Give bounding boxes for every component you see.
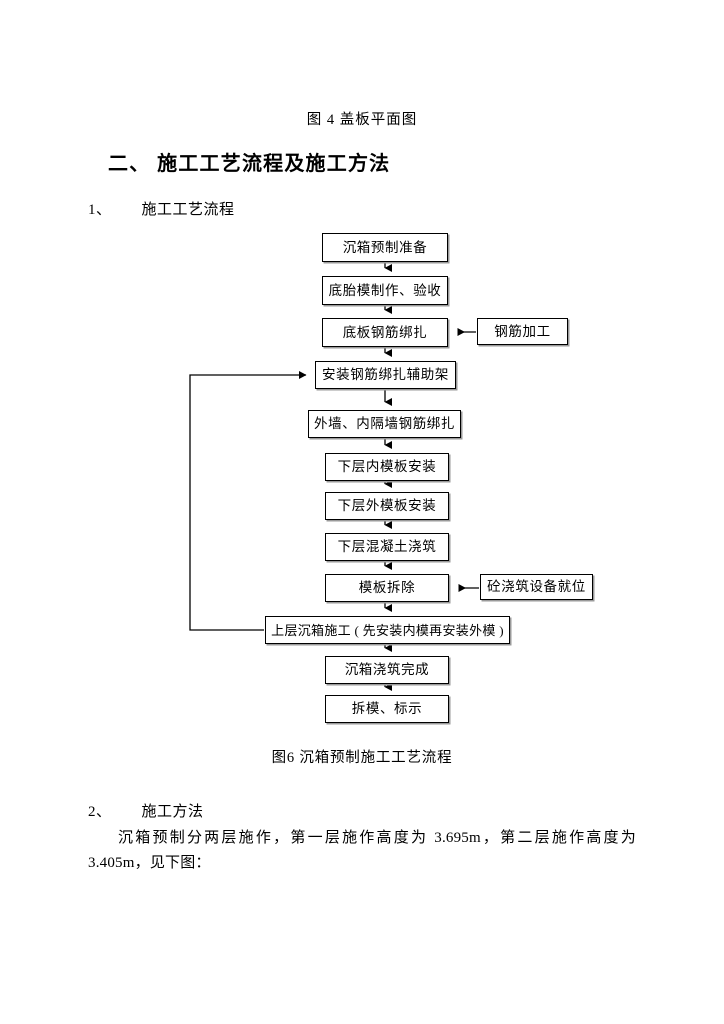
flow-node-5[interactable]: 安装钢筋绑扎辅助架	[315, 361, 456, 389]
flow-node-11[interactable]: 砼浇筑设备就位	[480, 574, 593, 600]
flow-node-7[interactable]: 下层内模板安装	[325, 453, 449, 481]
body-paragraph: 沉箱预制分两层施作，第一层施作高度为 3.695m，第二层施作高度为 3.405…	[88, 830, 636, 871]
flow-node-2[interactable]: 底胎模制作、验收	[322, 276, 448, 305]
subsection-2-number: 2、	[88, 804, 112, 820]
subsection-2: 2、 施工方法	[88, 800, 204, 824]
flow-node-13[interactable]: 沉箱浇筑完成	[325, 656, 449, 684]
subsection-1-number: 1、	[88, 202, 112, 218]
flow-node-6[interactable]: 外墙、内隔墙钢筋绑扎	[308, 410, 461, 438]
flow-node-3[interactable]: 底板钢筋绑扎	[322, 318, 448, 347]
figure-caption-top: 图 4 盖板平面图	[306, 112, 418, 128]
subsection-1: 1、 施工工艺流程	[88, 198, 235, 222]
subsection-1-title: 施工工艺流程	[141, 202, 235, 218]
flow-node-1[interactable]: 沉箱预制准备	[322, 233, 448, 262]
flow-node-8[interactable]: 下层外模板安装	[325, 492, 449, 520]
subsection-2-title: 施工方法	[141, 804, 204, 820]
flow-node-10[interactable]: 模板拆除	[325, 574, 449, 602]
figure-caption-bottom: 图6 沉箱预制施工工艺流程	[271, 750, 453, 766]
flow-node-9[interactable]: 下层混凝土浇筑	[325, 533, 449, 561]
flow-node-4[interactable]: 钢筋加工	[477, 318, 568, 345]
flow-node-12[interactable]: 上层沉箱施工 ( 先安装内模再安装外模 )	[265, 616, 510, 644]
page-title: 二、 施工工艺流程及施工方法	[108, 153, 391, 175]
flow-node-14[interactable]: 拆模、标示	[325, 695, 449, 723]
